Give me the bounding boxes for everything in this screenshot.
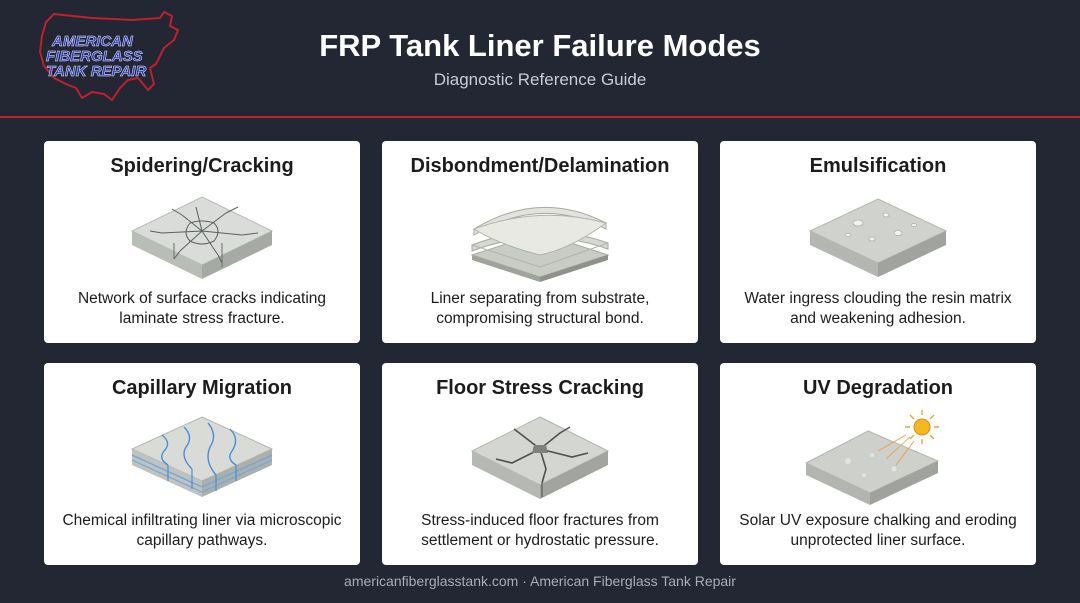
card-title: Spidering/Cracking [110,155,294,177]
failure-card-emulsification: Emulsification Water ingress clouding th… [720,141,1036,343]
company-logo: AMERICAN FIBERGLASS TANK REPAIR [32,8,182,108]
failure-card-uv: UV Degradation Solar UV exposure chalkin… [720,363,1036,565]
card-description: Chemical infiltrating liner via microsco… [62,512,342,549]
card-title: Disbondment/Delamination [410,155,670,177]
card-description: Solar UV exposure chalking and eroding u… [739,512,1017,549]
uv-sun-tile-icon [798,407,958,507]
card-description: Network of surface cracks indicating lam… [77,290,327,327]
card-title: Floor Stress Cracking [436,377,644,399]
spider-crack-tile-icon [122,185,282,285]
footer-text: americanfiberglasstank.com · American Fi… [344,573,736,589]
logo-line-1: AMERICAN [51,33,134,50]
logo-line-3: TANK REPAIR [46,63,146,80]
header-divider [0,116,1080,118]
card-description: Liner separating from substrate, comprom… [430,290,650,327]
failure-card-spidering: Spidering/Cracking Network of surface cr… [44,141,360,343]
card-description: Stress-induced floor fractures from sett… [421,512,659,549]
failure-card-capillary: Capillary Migration Chemical infiltr [44,363,360,565]
usa-map-logo-icon: AMERICAN FIBERGLASS TANK REPAIR [39,11,179,101]
emulsified-tile-icon [798,185,958,285]
failure-card-disbondment: Disbondment/Delamination Liner separatin… [382,141,698,343]
failure-modes-grid: Spidering/Cracking Network of surface cr… [44,141,1036,565]
logo-line-2: FIBERGLASS [46,48,143,65]
failure-card-floor-stress: Floor Stress Cracking Stress-induced flo… [382,363,698,565]
card-title: Emulsification [809,155,947,177]
card-title: UV Degradation [802,377,954,399]
page-title: FRP Tank Liner Failure Modes [319,28,761,63]
card-description: Water ingress clouding the resin matrix … [744,290,1012,327]
card-title: Capillary Migration [111,377,293,399]
delaminated-layers-icon [460,185,620,285]
capillary-layers-icon [122,407,282,507]
floor-crack-tile-icon [460,407,620,507]
page-subtitle: Diagnostic Reference Guide [433,70,647,89]
